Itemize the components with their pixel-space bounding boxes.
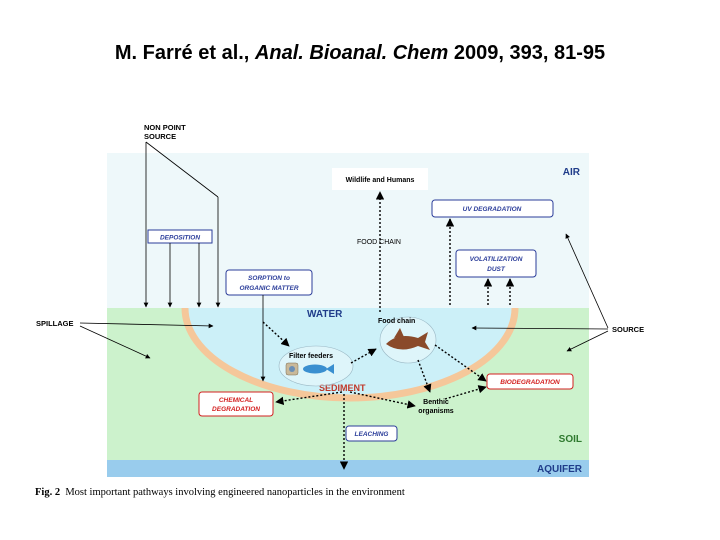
uv-degradation-box xyxy=(431,199,554,218)
volatilization-box xyxy=(455,249,537,278)
source-label: SOURCE xyxy=(612,325,644,334)
sorption-box xyxy=(225,269,313,296)
water-label: WATER xyxy=(307,309,343,320)
chemical-degradation-box xyxy=(198,391,274,417)
biodegradation-box xyxy=(486,373,574,390)
non-point-source-label-2: SOURCE xyxy=(144,132,176,141)
figure-caption: Fig. 2 Most important pathways involving… xyxy=(35,487,405,498)
food-chain-label: Food chain xyxy=(378,318,415,325)
sorption-label-1: SORPTION to xyxy=(248,275,290,282)
chemical-degradation-label-2: DEGRADATION xyxy=(212,406,260,413)
aquifer-label: AQUIFER xyxy=(537,464,583,475)
caption-text: Most important pathways involving engine… xyxy=(65,487,405,498)
title-citation: 2009, 393, 81-95 xyxy=(453,42,606,64)
soil-label: SOIL xyxy=(559,434,582,445)
lake xyxy=(185,308,515,398)
aquifer-zone xyxy=(107,460,589,477)
benthic-label-2: organisms xyxy=(418,408,454,415)
spillage-arrows xyxy=(79,322,214,359)
food-chain-arrow-label: FOOD CHAIN xyxy=(357,239,401,246)
caption-fig-number: Fig. 2 xyxy=(35,487,61,498)
sediment-label: SEDIMENT xyxy=(319,383,366,393)
shellfish-icon xyxy=(285,362,299,376)
leaching-label: LEACHING xyxy=(355,431,389,438)
non-point-source-label-1: NON POINT xyxy=(144,123,186,132)
food-chain-fish-icon xyxy=(386,328,430,350)
internal-pathway-arrows xyxy=(262,321,487,470)
biodegradation-label: BIODEGRADATION xyxy=(500,379,560,386)
air-label: AIR xyxy=(563,167,581,178)
title-journal: Anal. Bioanal. Chem xyxy=(254,42,449,64)
deposition-box xyxy=(147,229,213,244)
chemical-degradation-label-1: CHEMICAL xyxy=(219,397,253,404)
sorption-label-2: ORGANIC MATTER xyxy=(239,285,298,292)
title-authors: M. Farré et al., xyxy=(114,42,250,64)
wildlife-humans-box xyxy=(332,168,428,190)
spillage-label: SPILLAGE xyxy=(36,319,74,328)
volatilization-label-1: VOLATILIZATION xyxy=(470,256,523,263)
source-arrows xyxy=(471,233,609,352)
slide-title: M. Farré et al., Anal. Bioanal. Chem 200… xyxy=(0,42,720,65)
leaching-box xyxy=(345,425,398,442)
deposition-arrows xyxy=(167,243,202,308)
benthic-label-1: Benthic xyxy=(423,399,449,406)
non-point-source-lines xyxy=(143,141,221,308)
blue-fish-icon xyxy=(303,364,334,374)
deposition-label: DEPOSITION xyxy=(160,235,200,242)
wildlife-humans-label: Wildlife and Humans xyxy=(346,177,415,184)
sediment-band xyxy=(181,307,519,402)
filter-feeders-label: Filter feeders xyxy=(289,353,333,360)
volatilization-label-2: DUST xyxy=(487,266,506,273)
air-pathway-arrows xyxy=(445,218,515,305)
uv-degradation-label: UV DEGRADATION xyxy=(463,206,522,213)
